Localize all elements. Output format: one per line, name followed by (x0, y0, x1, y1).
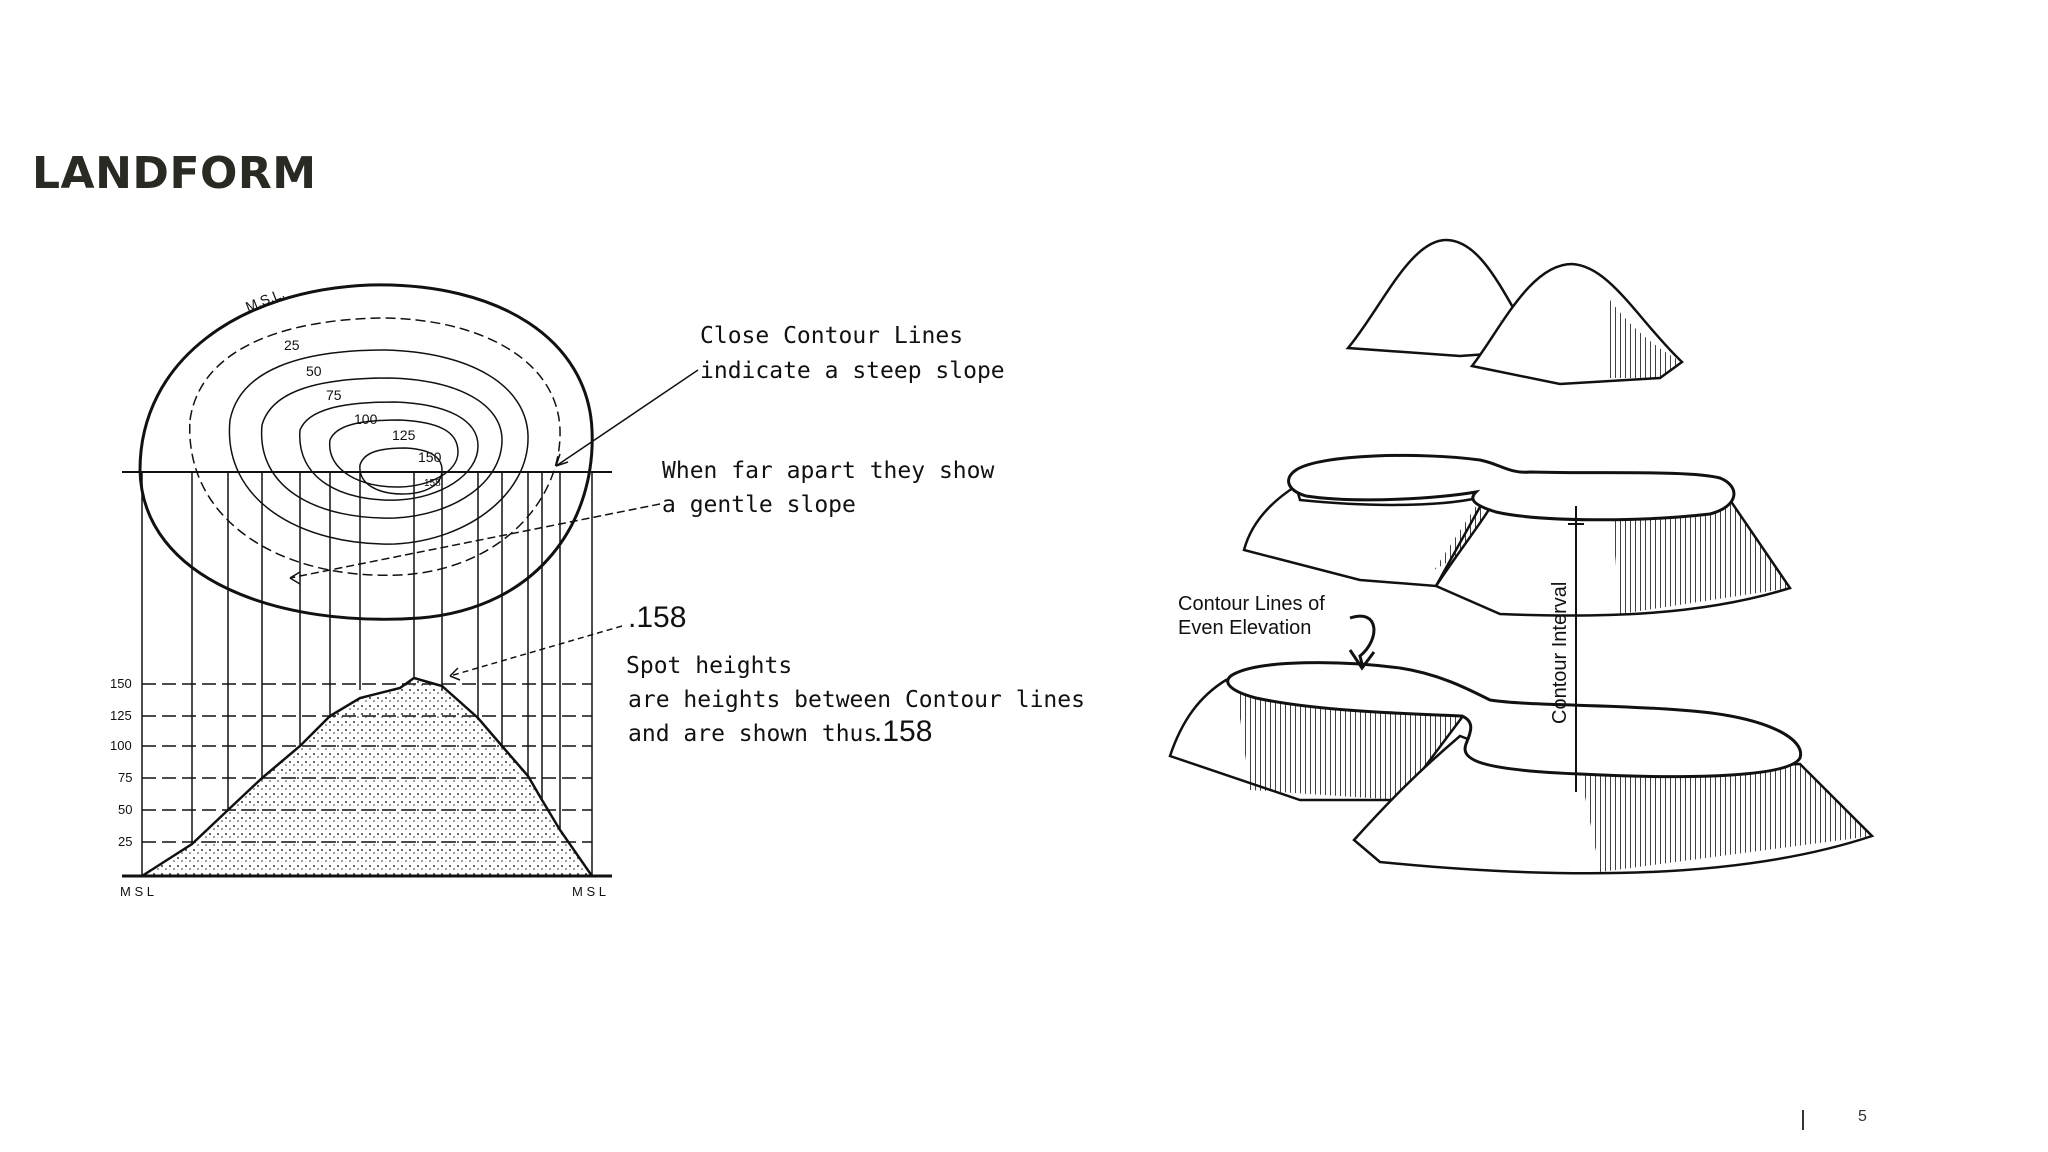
contour-map (138, 283, 594, 621)
label-msl-right: M S L (572, 884, 606, 899)
contour-125 (329, 419, 459, 488)
label-contour-125: 125 (392, 427, 416, 443)
axis-label-100: 100 (110, 738, 132, 753)
label-even-elevation-2: Even Elevation (1178, 617, 1311, 639)
contour-150 (359, 447, 443, 495)
contour-msl (138, 283, 594, 621)
slide-title: LANDFORM (32, 148, 317, 199)
label-contour-100: 100 (354, 411, 378, 427)
spot-heights-line-3: and are shown thus (628, 721, 877, 747)
projection-lines (141, 472, 593, 876)
label-msl-left: M S L (120, 884, 154, 899)
contour-interval-marker (1568, 506, 1584, 792)
contour-100 (299, 401, 479, 501)
pointer-arrows (289, 369, 699, 681)
label-contour-75: 75 (326, 387, 342, 403)
note-gentle-line-2: a gentle slope (662, 492, 856, 518)
spot-heights-line-1: Spot heights (626, 653, 792, 679)
label-contour-25: 25 (284, 337, 300, 353)
lower-plateau (1168, 661, 1875, 875)
note-steep-line-1: Close Contour Lines (700, 323, 963, 349)
axis-label-25: 25 (118, 834, 132, 849)
twin-peaks (1345, 238, 1684, 386)
terrain-profile (137, 676, 595, 878)
spot-heights-line-2: are heights between Contour lines (628, 687, 1085, 713)
upper-plateau (1242, 453, 1792, 617)
label-msl-top: M.S.L. (243, 285, 287, 315)
contour-50 (228, 349, 529, 545)
footer-divider (1802, 1110, 1804, 1130)
axis-label-75: 75 (118, 770, 132, 785)
axis-label-125: 125 (110, 708, 132, 723)
label-contour-150: 150 (418, 449, 442, 465)
contour-75 (260, 377, 503, 519)
even-elevation-arrow (1349, 614, 1376, 665)
label-contour-interval: Contour Interval (1549, 582, 1571, 724)
label-contour-50: 50 (306, 363, 322, 379)
spot-height-value-2: .158 (874, 715, 932, 748)
label-contour-158: 158 (424, 478, 441, 489)
page-number: 5 (1858, 1108, 1867, 1125)
contour-25 (189, 317, 561, 577)
note-gentle-line-1: When far apart they show (662, 458, 994, 484)
even-elevation-arrowhead (1348, 649, 1376, 671)
spot-height-value: .158 (628, 601, 686, 634)
label-even-elevation-1: Contour Lines of (1178, 593, 1325, 615)
axis-label-50: 50 (118, 802, 132, 817)
note-steep-line-2: indicate a steep slope (700, 358, 1005, 384)
axis-label-150: 150 (110, 676, 132, 691)
